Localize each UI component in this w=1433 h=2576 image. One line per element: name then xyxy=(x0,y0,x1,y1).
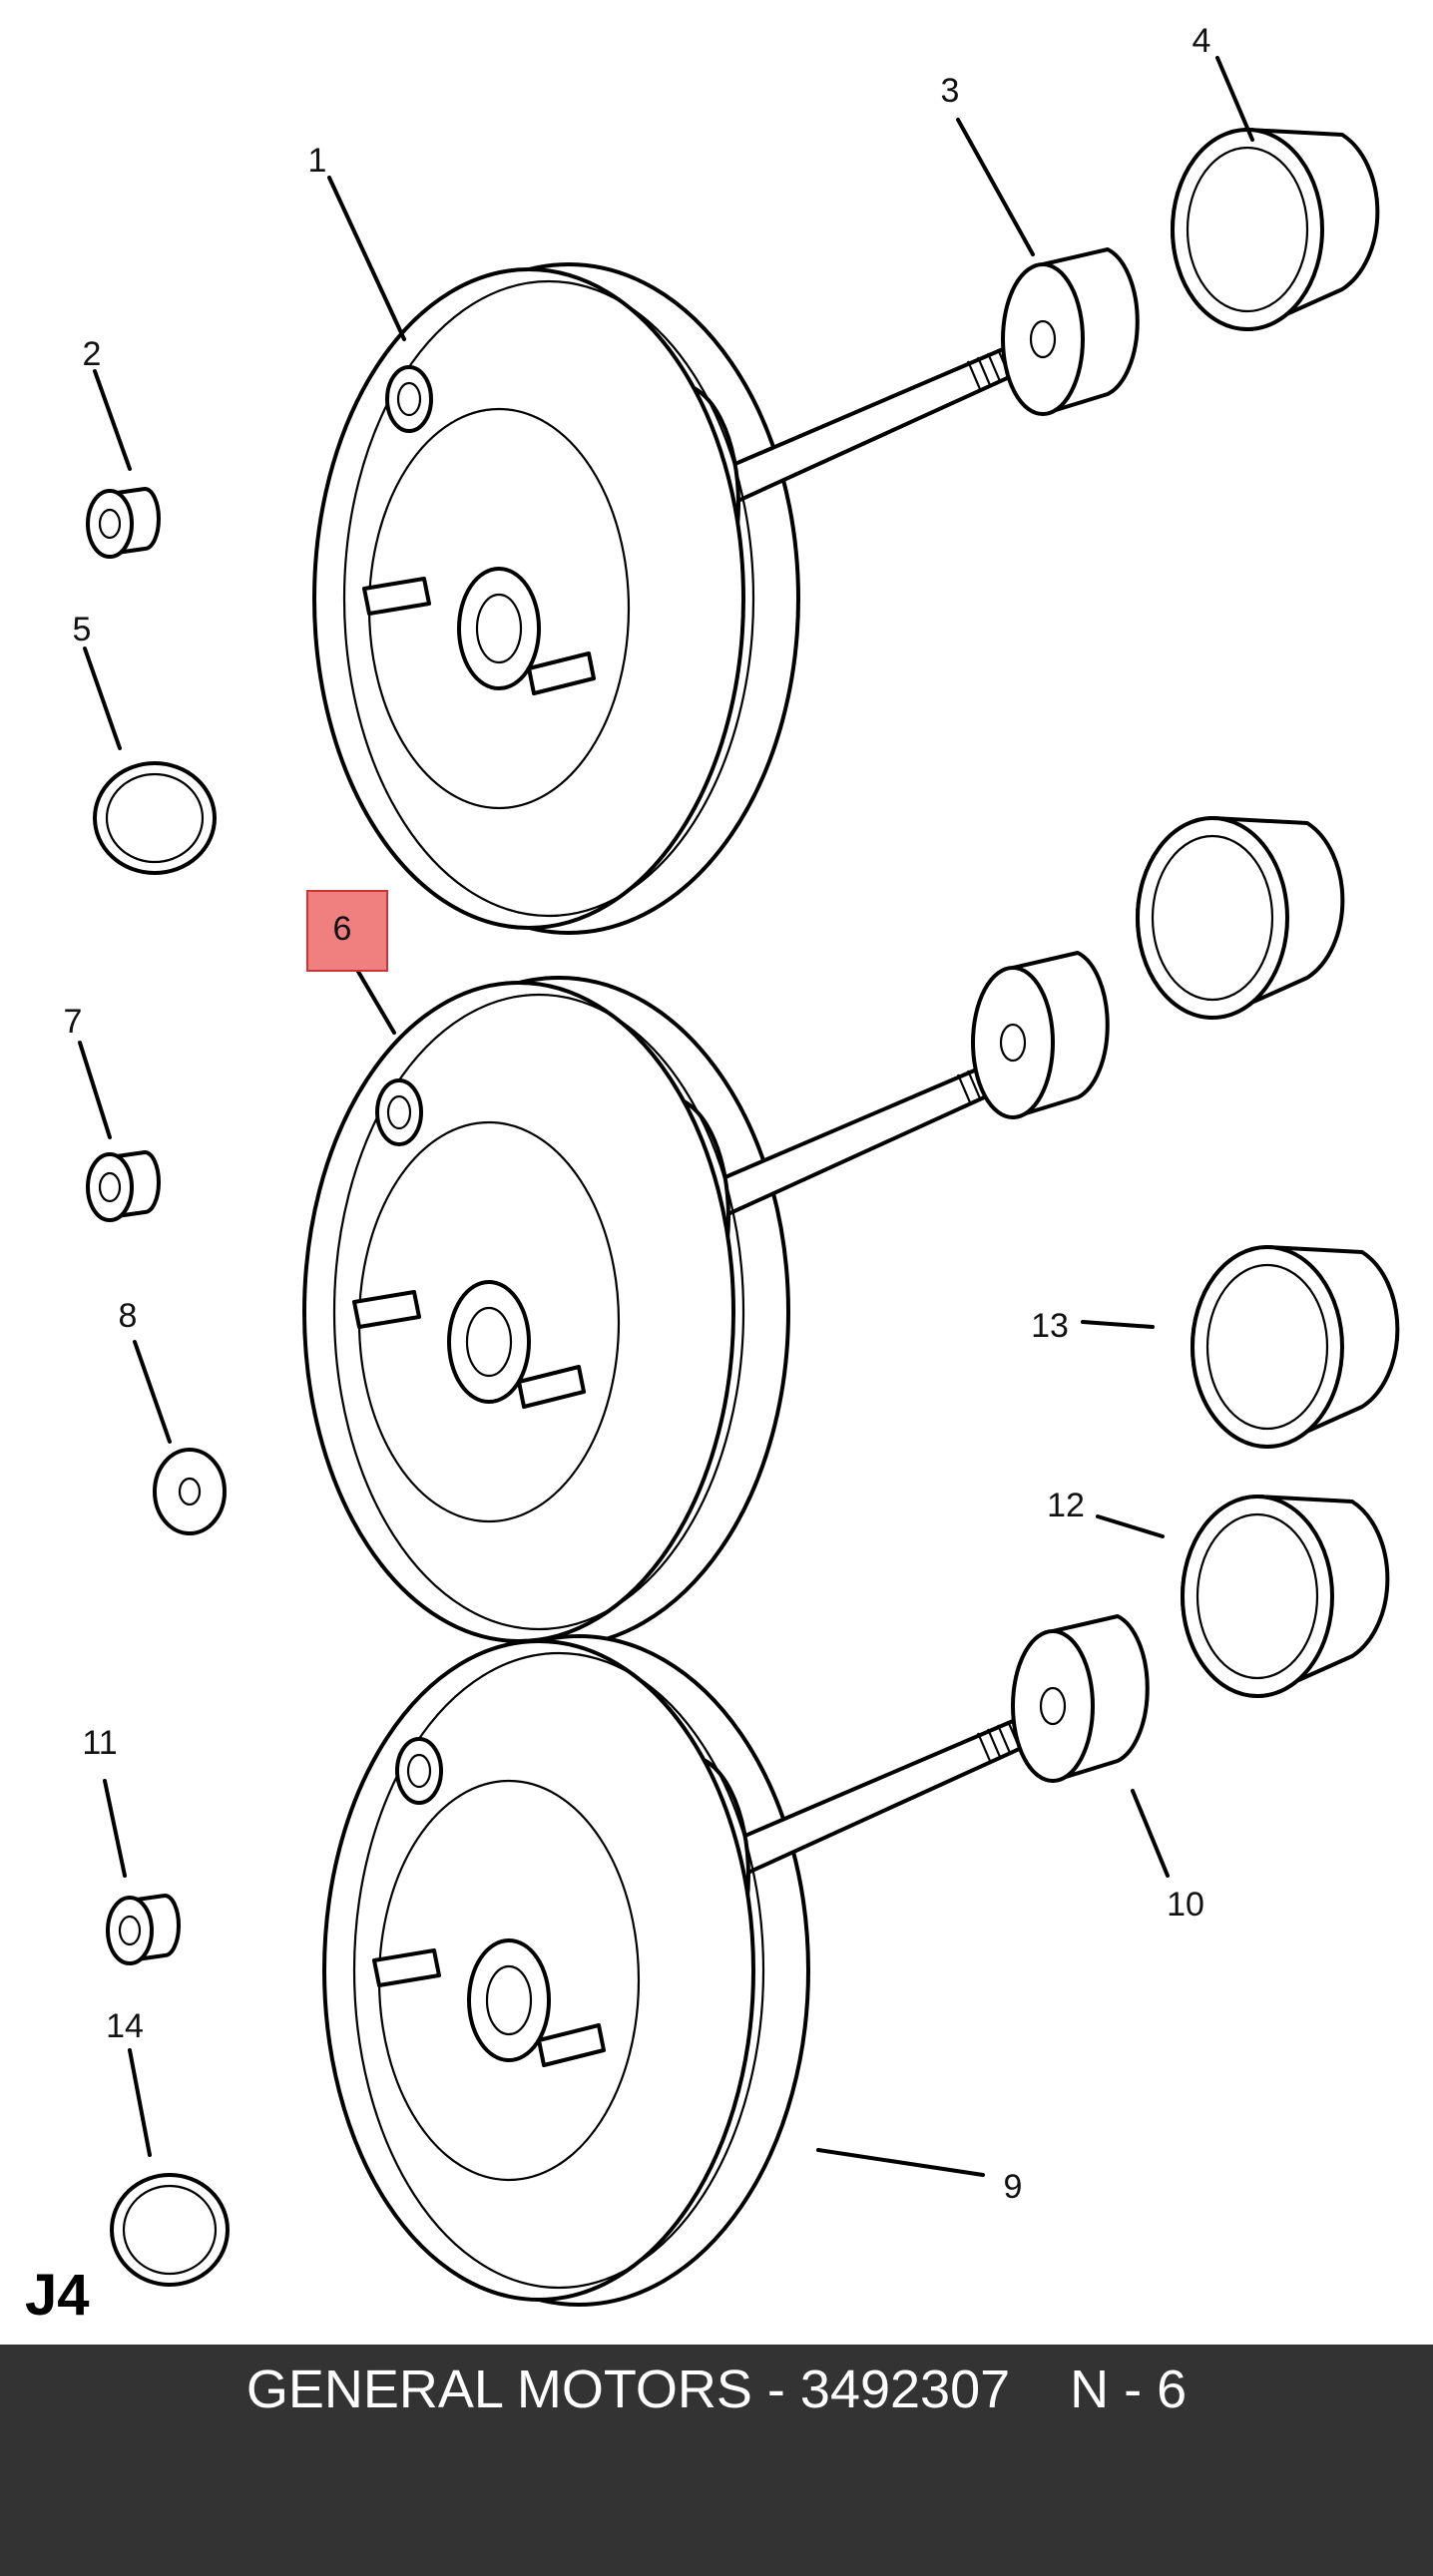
callout-8: 8 xyxy=(119,1297,138,1335)
brake-booster-middle xyxy=(302,976,1008,1648)
callout-2: 2 xyxy=(83,335,102,373)
exploded-parts-diagram: 1 2 3 4 5 6 7 8 9 10 11 12 13 14 J4 xyxy=(25,22,1400,2328)
ring-14 xyxy=(110,2173,230,2287)
footer-part-info: GENERAL MOTORS - 3492307 N - 6 xyxy=(245,2360,1188,2419)
callout-7: 7 xyxy=(64,1003,83,1041)
spacer-10 xyxy=(1011,1614,1150,1783)
callout-14: 14 xyxy=(106,2007,144,2045)
spacer-middle xyxy=(971,951,1110,1119)
brake-booster-top xyxy=(312,262,1018,935)
callout-12: 12 xyxy=(1047,1487,1085,1524)
callout-13: 13 xyxy=(1031,1307,1069,1345)
leader-lines xyxy=(78,56,1254,2177)
bush-11 xyxy=(106,1894,181,1965)
callout-11: 11 xyxy=(82,1724,117,1762)
bush-7 xyxy=(86,1150,161,1222)
callout-4: 4 xyxy=(1193,22,1211,60)
spacer-3 xyxy=(1001,247,1140,416)
callout-3: 3 xyxy=(941,72,960,110)
seal-13 xyxy=(1191,1245,1400,1449)
callout-1: 1 xyxy=(308,142,327,180)
seal-upper-middle xyxy=(1136,816,1345,1020)
bush-2 xyxy=(86,487,161,559)
seal-4 xyxy=(1171,128,1380,331)
callout-9: 9 xyxy=(1004,2168,1023,2206)
seal-12 xyxy=(1181,1495,1390,1698)
sheet-label: J4 xyxy=(25,2263,90,2328)
brake-booster-bottom xyxy=(322,1634,1028,2307)
ring-5 xyxy=(93,761,217,875)
callout-5: 5 xyxy=(73,611,92,648)
washer-8 xyxy=(153,1448,227,1535)
callout-6: 6 xyxy=(333,910,352,948)
highlight-box xyxy=(306,890,388,972)
callout-10: 10 xyxy=(1167,1886,1204,1924)
footer-bar: GENERAL MOTORS - 3492307 N - 6 xyxy=(0,2345,1433,2576)
